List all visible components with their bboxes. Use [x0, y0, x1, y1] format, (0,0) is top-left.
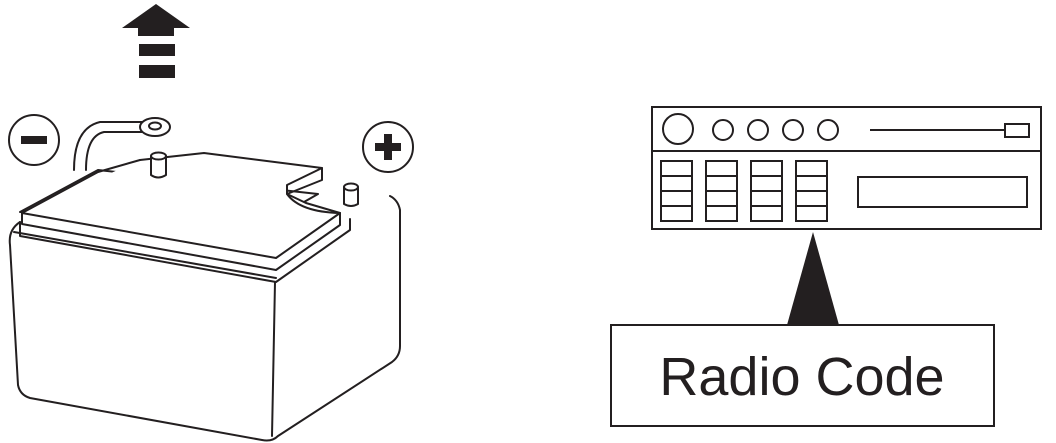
radio-code-label-box	[610, 324, 995, 427]
battery-body	[8, 195, 401, 442]
radio-preset-knob	[782, 119, 804, 141]
radio-volume-knob	[662, 113, 694, 145]
battery-lid-plate	[21, 152, 341, 271]
radio-preset-knob	[712, 119, 734, 141]
battery-lid-step	[286, 167, 341, 214]
radio-button-column	[705, 160, 738, 222]
battery-illustration	[8, 117, 401, 442]
radio-tuning-slider	[1004, 123, 1030, 138]
minus-sign-icon	[8, 114, 60, 166]
radio-button-column	[750, 160, 783, 222]
radio-preset-knob	[747, 119, 769, 141]
battery-lid-lip	[19, 218, 351, 283]
negative-cable	[73, 121, 146, 171]
plus-sign-icon	[362, 121, 414, 173]
battery-lid-plate-top	[21, 159, 341, 259]
radio-code-label: Radio Code	[659, 347, 944, 407]
up-arrow-icon	[122, 4, 190, 78]
battery-body-edge	[271, 281, 276, 437]
positive-post	[343, 186, 359, 207]
radio-display	[857, 176, 1028, 208]
radio-button-column	[660, 160, 693, 222]
radio-faceplate	[651, 106, 1042, 230]
battery-lid-lip-inner	[13, 231, 277, 279]
negative-post	[150, 155, 167, 179]
radio-button-column	[795, 160, 828, 222]
radio-unit	[651, 106, 1042, 230]
radio-preset-knob	[817, 119, 839, 141]
callout-pointer	[787, 232, 839, 325]
